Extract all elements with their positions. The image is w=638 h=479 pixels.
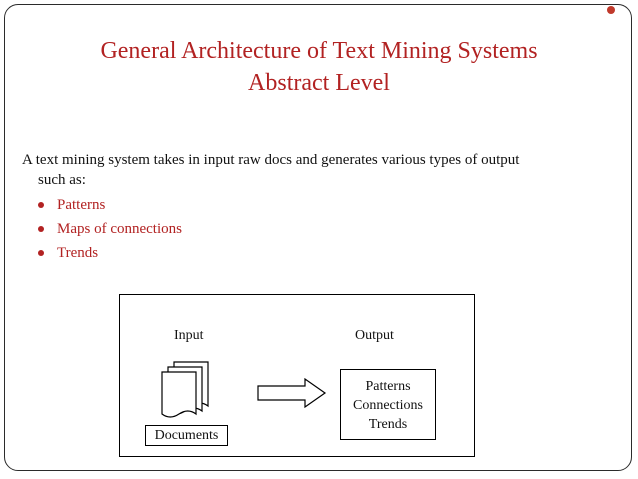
corner-dot-icon <box>607 6 615 14</box>
intro-line-2: such as: <box>38 172 86 188</box>
document-stack-icon <box>161 361 209 418</box>
document-sheet-front <box>161 371 197 418</box>
architecture-diagram <box>119 294 475 457</box>
bullet-item-maps-of-connections: Maps of connections <box>38 217 182 241</box>
documents-box: Documents <box>145 425 228 446</box>
intro-text: A text mining system takes in input raw … <box>22 150 622 190</box>
bullet-item-trends: Trends <box>38 241 182 265</box>
bullet-item-patterns: Patterns <box>38 193 182 217</box>
output-item-connections: Connections <box>353 398 423 413</box>
input-label: Input <box>174 328 204 343</box>
slide-frame <box>4 4 632 471</box>
output-box: Patterns Connections Trends <box>340 369 436 440</box>
output-item-trends: Trends <box>368 417 408 432</box>
title-line-2: Abstract Level <box>248 70 390 96</box>
intro-line-1: A text mining system takes in input raw … <box>22 152 520 168</box>
slide-title: General Architecture of Text Mining Syst… <box>0 35 638 99</box>
right-arrow-icon <box>257 378 327 408</box>
output-item-patterns: Patterns <box>365 379 411 394</box>
bullet-list: Patterns Maps of connections Trends <box>38 193 182 265</box>
output-label: Output <box>355 328 394 343</box>
title-line-1: General Architecture of Text Mining Syst… <box>100 38 538 64</box>
